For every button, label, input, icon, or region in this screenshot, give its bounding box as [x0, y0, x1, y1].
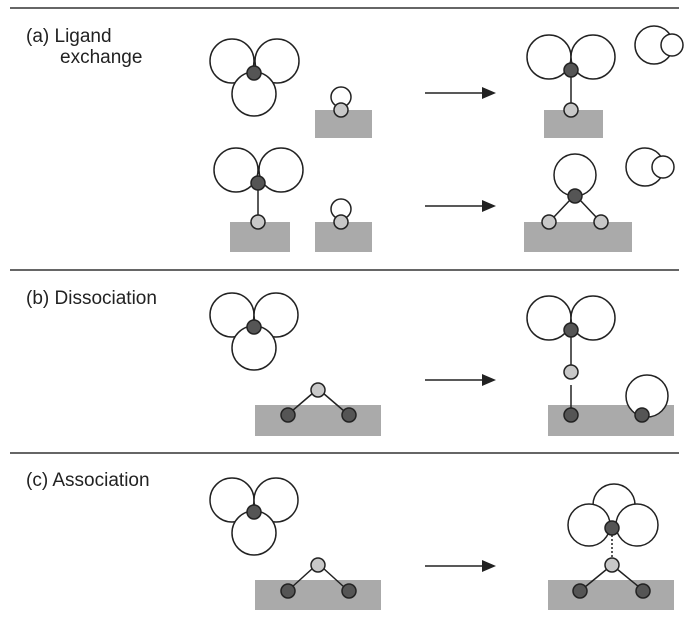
a1-released-ligand — [634, 25, 684, 65]
a2-product-bridged — [524, 153, 632, 252]
c-trilobe-molecule — [209, 477, 299, 556]
a2-released-ligand — [625, 147, 675, 187]
b-product — [526, 295, 674, 436]
panel-c-label: (c) Association — [26, 470, 150, 491]
panel-b-label: (b) Dissociation — [26, 288, 157, 309]
a2-bound-molecule — [213, 147, 304, 252]
b-arrow — [425, 374, 496, 386]
panel-a-label-line2: exchange — [60, 47, 143, 68]
c-surface-bridge — [255, 557, 381, 610]
a1-arrow — [425, 87, 496, 99]
a1-surface-adsorbate — [315, 86, 372, 138]
c-product — [548, 483, 674, 610]
a1-trilobe-molecule — [209, 38, 300, 117]
b-trilobe-molecule — [209, 292, 299, 371]
a2-arrow — [425, 200, 496, 212]
a1-product-surface — [526, 34, 616, 138]
b-surface-bridge — [255, 382, 381, 436]
a2-surface-adsorbate — [315, 198, 372, 252]
c-arrow — [425, 560, 496, 572]
panel-a-label-line1: (a) Ligand — [26, 26, 112, 47]
